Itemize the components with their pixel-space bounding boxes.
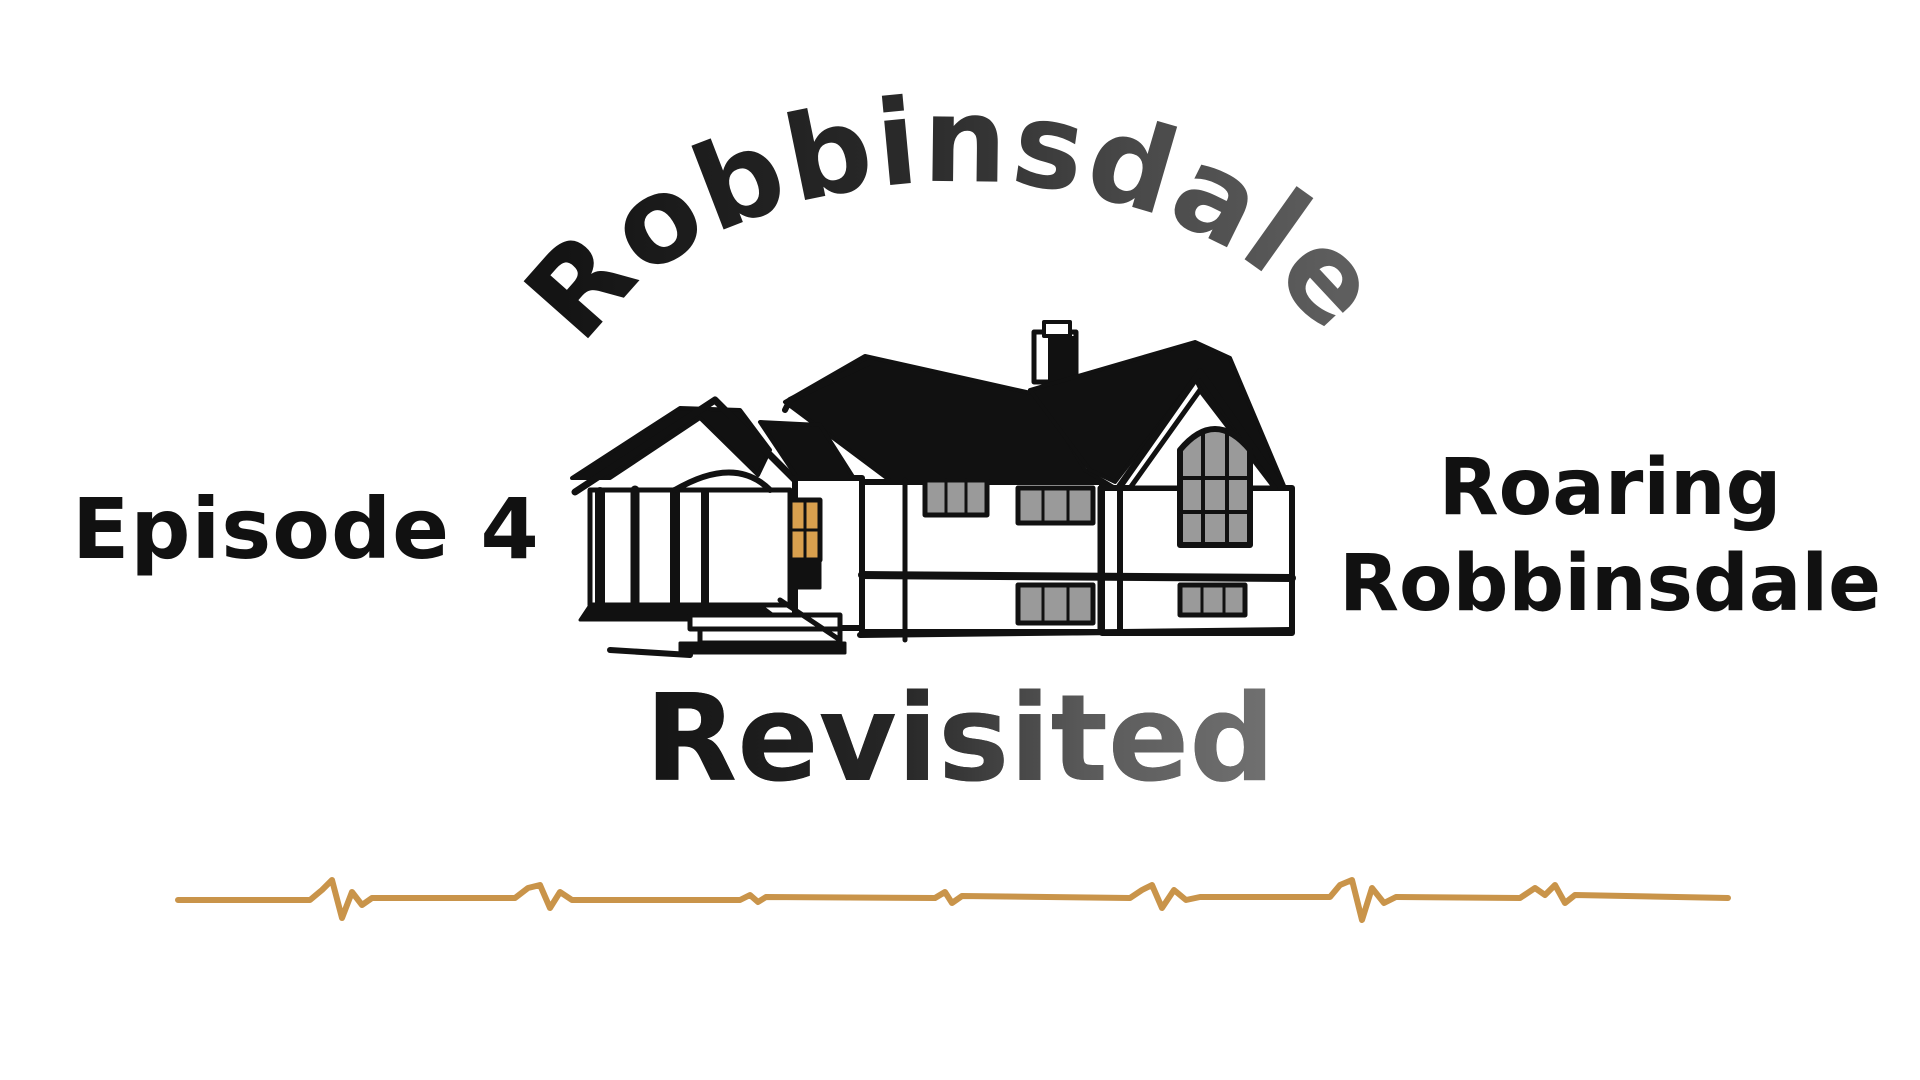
subtitle-line-1: Roaring bbox=[1438, 443, 1782, 533]
title-bottom-text: Revisited bbox=[644, 670, 1276, 809]
title-bottom: Revisited bbox=[0, 670, 1920, 810]
episode-label: Episode 4 bbox=[72, 480, 540, 578]
episode-subtitle: Roaring Robbinsdale bbox=[1310, 440, 1910, 632]
subtitle-line-2: Robbinsdale bbox=[1338, 539, 1882, 629]
